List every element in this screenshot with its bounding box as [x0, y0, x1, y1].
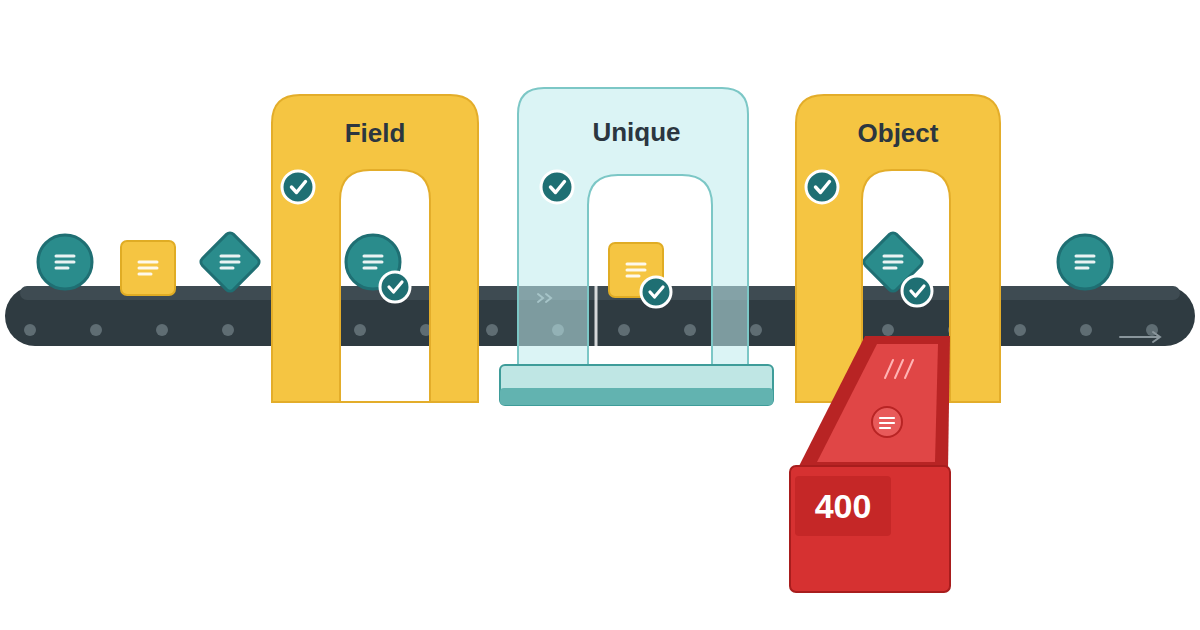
check-badge — [541, 171, 573, 203]
check-badge — [282, 171, 314, 203]
gate-label: Field — [272, 117, 478, 151]
gate-label: Object — [796, 117, 1000, 151]
chute-shape — [785, 330, 955, 598]
gate-label: Unique — [500, 116, 773, 150]
check-badge — [806, 171, 838, 203]
validation-gate: Unique — [500, 88, 773, 405]
validation-gate: Field — [272, 95, 478, 402]
conveyor-belt — [5, 286, 1195, 346]
status-code: 400 — [795, 484, 891, 528]
reject-chute: 400 — [785, 330, 955, 598]
